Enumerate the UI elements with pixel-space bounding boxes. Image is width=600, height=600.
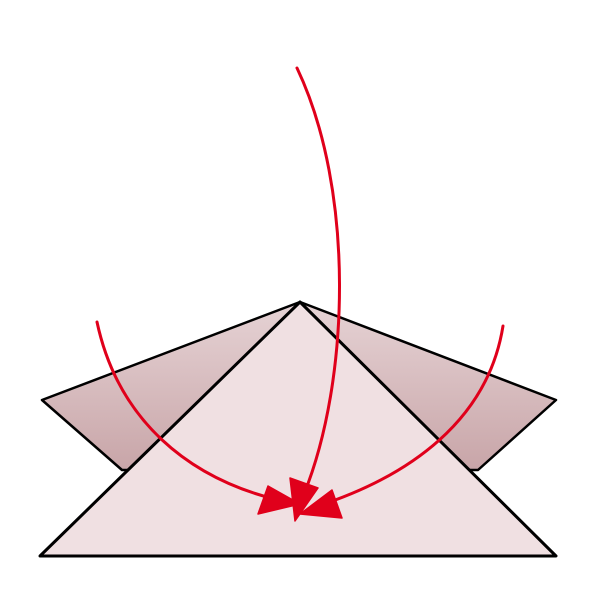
fold-arrow-top (295, 66, 341, 496)
arrow-head-top (289, 477, 319, 522)
arrow-head-right (299, 489, 343, 519)
arrow-heads (257, 477, 343, 522)
fold-arrow-right (316, 324, 505, 508)
arrow-head-left (257, 485, 301, 515)
fold-arrows (95, 66, 505, 508)
fold-arrow-left (95, 320, 280, 502)
front-paper-triangle (38, 300, 558, 558)
